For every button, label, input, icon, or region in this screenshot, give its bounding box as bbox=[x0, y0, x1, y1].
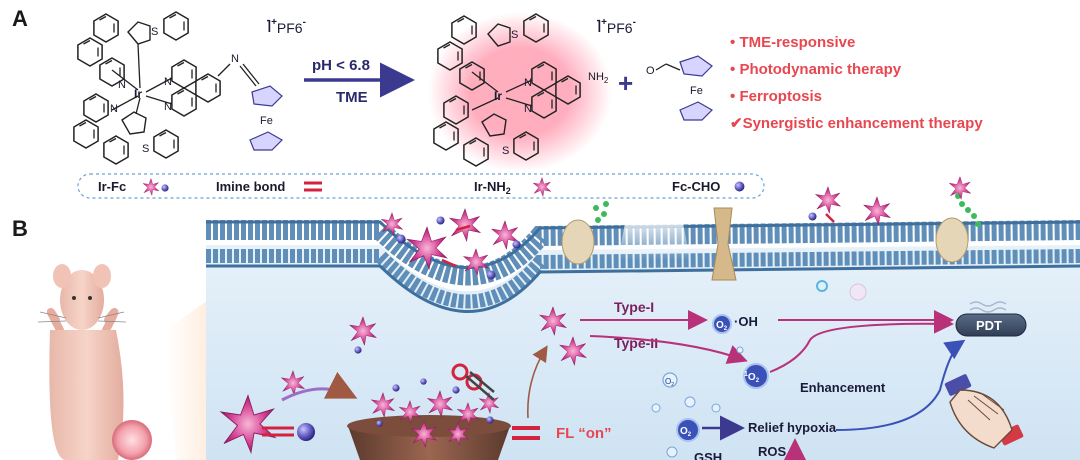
singlet-oxygen-bubble bbox=[743, 363, 769, 389]
feature-1: • TME-responsive bbox=[730, 34, 855, 51]
feature-list: • TME-responsive • Photodynamic therapy … bbox=[730, 34, 983, 132]
green-chain-1 bbox=[593, 201, 609, 223]
light-glow bbox=[618, 218, 690, 260]
ir-fc-structure: Ir S S N N N N N Fe bbox=[73, 11, 283, 165]
panel-b-label: B bbox=[12, 216, 28, 241]
membrane-channel bbox=[711, 207, 737, 281]
membrane-protein-2 bbox=[935, 217, 969, 263]
handshake-icon bbox=[944, 374, 1024, 449]
intracellular-content: FL “on” bbox=[220, 306, 612, 460]
legend-irfc-icon bbox=[142, 178, 160, 196]
legend-frame bbox=[77, 173, 765, 199]
ir-nh2-glow bbox=[428, 12, 612, 172]
n-atom-left-1: N bbox=[118, 79, 126, 91]
membrane-protein-1 bbox=[561, 219, 595, 265]
pdt-badge: PDT bbox=[955, 301, 1027, 337]
condition-tme: TME bbox=[336, 89, 368, 106]
type-i-label: Type-I bbox=[614, 299, 654, 315]
reaction-arrow: pH < 6.8 TME bbox=[304, 57, 415, 106]
n-atom-left-2: N bbox=[110, 103, 118, 115]
gsh-label: GSH bbox=[694, 450, 722, 460]
o2-type1: O2 bbox=[716, 320, 728, 332]
legend-irnh2-icon bbox=[532, 177, 552, 197]
condition-ph: pH < 6.8 bbox=[312, 57, 370, 74]
release-arrow bbox=[527, 345, 548, 419]
counterion-1: ⌉+PF6- bbox=[266, 17, 306, 36]
legend-imine: Imine bond bbox=[216, 179, 285, 194]
legend: Ir-Fc Imine bond Ir-NH2 Fc-CHO bbox=[77, 173, 765, 199]
fc-cho-structure: O Fe bbox=[646, 55, 713, 121]
n-atom-left-3: N bbox=[164, 76, 172, 88]
ir-fc-upper-ligand bbox=[77, 11, 189, 91]
legend-irfc: Ir-Fc bbox=[98, 179, 126, 194]
cell bbox=[206, 193, 1080, 460]
n-atom-imine: N bbox=[231, 53, 239, 65]
nh2-group: NH2 bbox=[588, 71, 609, 85]
fe-atom-right: Fe bbox=[690, 85, 703, 97]
cytoplasm bbox=[206, 245, 1080, 460]
ros-label: ROS bbox=[758, 444, 787, 459]
n-atom-mid-2: N bbox=[524, 103, 532, 115]
ferrocene-left: Fe bbox=[249, 85, 283, 151]
o2-bubbles: O2 bbox=[651, 280, 867, 458]
imine-bond-icon bbox=[304, 181, 322, 192]
s-atom-mid-bottom: S bbox=[502, 145, 509, 157]
n-atom-left-4: N bbox=[164, 101, 172, 113]
o-atom: O bbox=[646, 65, 655, 77]
feature-3: • Ferroptosis bbox=[730, 88, 822, 105]
o2-bubble-type1 bbox=[712, 314, 732, 334]
ir-atom-mid: Ir bbox=[494, 89, 502, 103]
enhancement-arrow bbox=[835, 339, 966, 431]
ir-nh2-structure: Ir S S N N NH2 bbox=[428, 12, 612, 172]
cell-membrane bbox=[206, 220, 1080, 314]
feature-4: ✔Synergistic enhancement therapy bbox=[730, 115, 983, 132]
o2-bubble-relief bbox=[676, 418, 700, 442]
legend-fccho-icon bbox=[734, 181, 745, 192]
plus-sign: + bbox=[618, 68, 633, 98]
counterion-2: ⌉+PF6- bbox=[596, 17, 636, 36]
enhancement-label: Enhancement bbox=[800, 380, 886, 395]
s-atom-mid-top: S bbox=[511, 29, 518, 41]
legend-fccho: Fc-CHO bbox=[672, 179, 720, 194]
tumor bbox=[112, 420, 152, 460]
ros-pathways: Type-I Type-II O2 ·OH 1O2 PDT Enhancemen… bbox=[580, 280, 1027, 460]
membrane-particles bbox=[381, 176, 971, 280]
o2-small: O2 bbox=[665, 377, 674, 388]
ir-fc-lower-ligand bbox=[73, 93, 179, 165]
fe-atom-left: Fe bbox=[260, 115, 273, 127]
relief-hypoxia-label: Relief hypoxia bbox=[748, 420, 837, 435]
cleaved-imine-icon bbox=[512, 426, 540, 440]
singlet-oxygen: 1O2 bbox=[744, 371, 760, 384]
green-chain-2 bbox=[955, 193, 981, 227]
o2-relief: O2 bbox=[680, 426, 692, 438]
n-atom-mid-1: N bbox=[524, 77, 532, 89]
scissors-icon bbox=[451, 363, 495, 401]
hydroxyl-radical: ·OH bbox=[734, 314, 758, 329]
panel-a-label: A bbox=[12, 6, 28, 31]
ir-fc-phen-ligand bbox=[145, 59, 260, 117]
pdt-label: PDT bbox=[976, 318, 1002, 333]
feature-2: • Photodynamic therapy bbox=[730, 61, 902, 78]
legend-irnh2: Ir-NH2 bbox=[474, 179, 511, 196]
ir-atom-left: Ir bbox=[134, 87, 142, 101]
s-atom-left-bottom: S bbox=[142, 143, 149, 155]
fl-on-text: FL “on” bbox=[556, 425, 612, 442]
s-atom-left-top: S bbox=[151, 26, 158, 38]
uptake-arrow bbox=[281, 371, 358, 402]
